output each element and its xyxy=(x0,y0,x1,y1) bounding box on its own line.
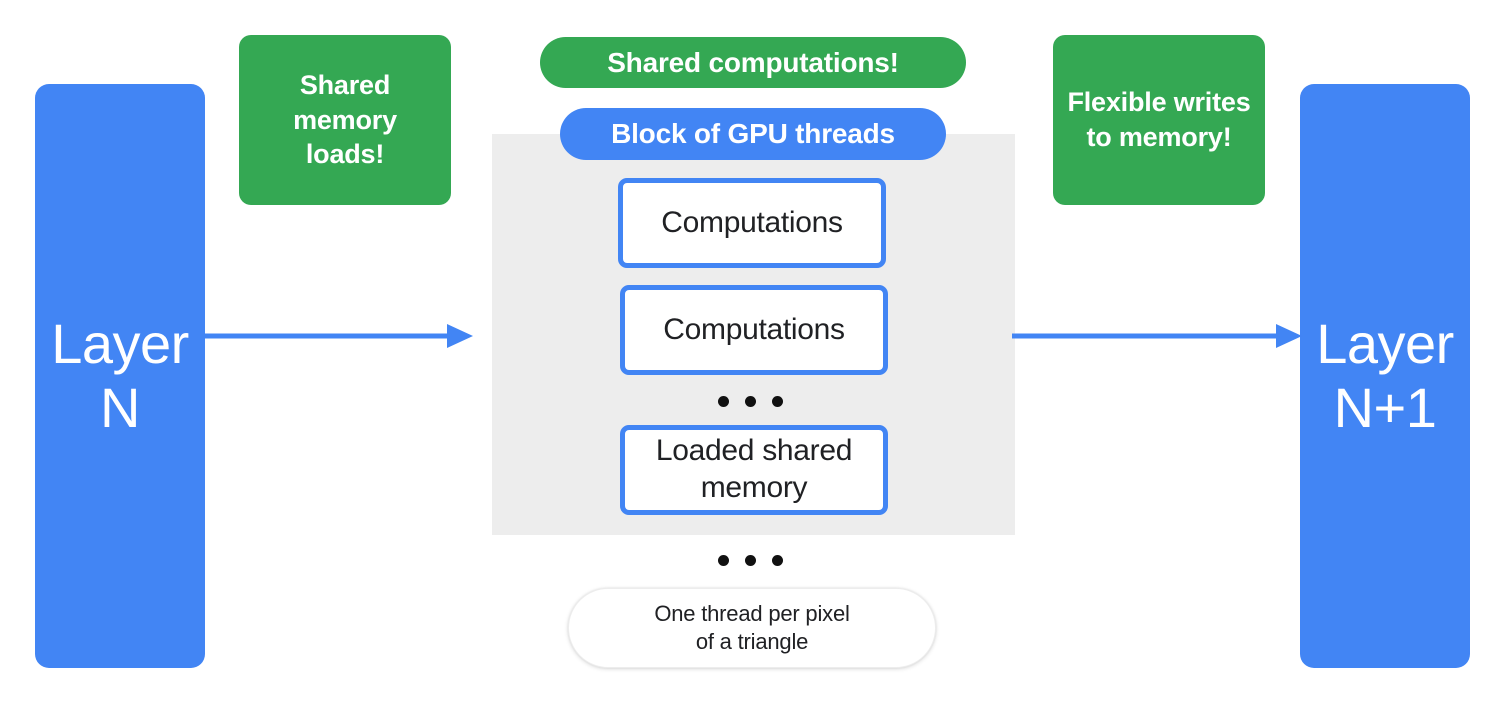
thread-box-loaded-shared-memory-label: Loaded shared memory xyxy=(655,434,853,504)
ellipsis-below-block xyxy=(718,555,783,566)
thread-box-computations-1: Computations xyxy=(618,178,886,268)
footnote-one-thread-per-pixel: One thread per pixel of a triangle xyxy=(568,588,936,668)
label-block-of-gpu-threads-text: Block of GPU threads xyxy=(611,118,895,149)
label-block-of-gpu-threads: Block of GPU threads xyxy=(560,108,946,160)
ellipsis-dot xyxy=(745,555,756,566)
ellipsis-inside-block xyxy=(718,396,783,407)
layer-n-plus-1-label: Layer N+1 xyxy=(1316,312,1454,441)
layer-n-label: Layer N xyxy=(51,312,189,441)
layer-n-plus-1-label-line2: N+1 xyxy=(1333,376,1437,439)
ellipsis-dot xyxy=(745,396,756,407)
thread-box-computations-1-label: Computations xyxy=(661,205,843,239)
layer-n-plus-1-block: Layer N+1 xyxy=(1300,84,1470,668)
callout-shared-computations-label: Shared computations! xyxy=(607,46,899,78)
thread-box-loaded-shared-memory: Loaded shared memory xyxy=(620,425,888,515)
ellipsis-dot xyxy=(772,555,783,566)
callout-shared-memory-loads-label: Shared memory loads! xyxy=(293,70,397,170)
thread-box-computations-2-label: Computations xyxy=(663,312,845,346)
footnote-line2: of a triangle xyxy=(695,629,809,654)
ellipsis-dot xyxy=(718,396,729,407)
layer-n-label-line1: Layer xyxy=(51,311,189,375)
ellipsis-dot xyxy=(772,396,783,407)
footnote-one-thread-per-pixel-text: One thread per pixel of a triangle xyxy=(654,600,850,656)
arrow-right-icon xyxy=(203,324,473,348)
footnote-line1: One thread per pixel xyxy=(654,600,850,626)
layer-n-plus-1-label-line1: Layer xyxy=(1316,311,1454,375)
layer-n-label-line2: N xyxy=(100,376,140,439)
arrow-layer-n-to-block xyxy=(203,320,475,357)
ellipsis-dot xyxy=(718,555,729,566)
arrow-block-to-layer-n1 xyxy=(1012,320,1304,357)
callout-shared-computations: Shared computations! xyxy=(540,37,966,88)
thread-box-computations-2: Computations xyxy=(620,285,888,375)
layer-n-block: Layer N xyxy=(35,84,205,668)
callout-flexible-writes-to-memory: Flexible writes to memory! xyxy=(1053,35,1265,205)
arrow-right-icon xyxy=(1012,324,1302,348)
callout-shared-memory-loads: Shared memory loads! xyxy=(239,35,451,205)
callout-flexible-writes-to-memory-label: Flexible writes to memory! xyxy=(1067,87,1251,152)
